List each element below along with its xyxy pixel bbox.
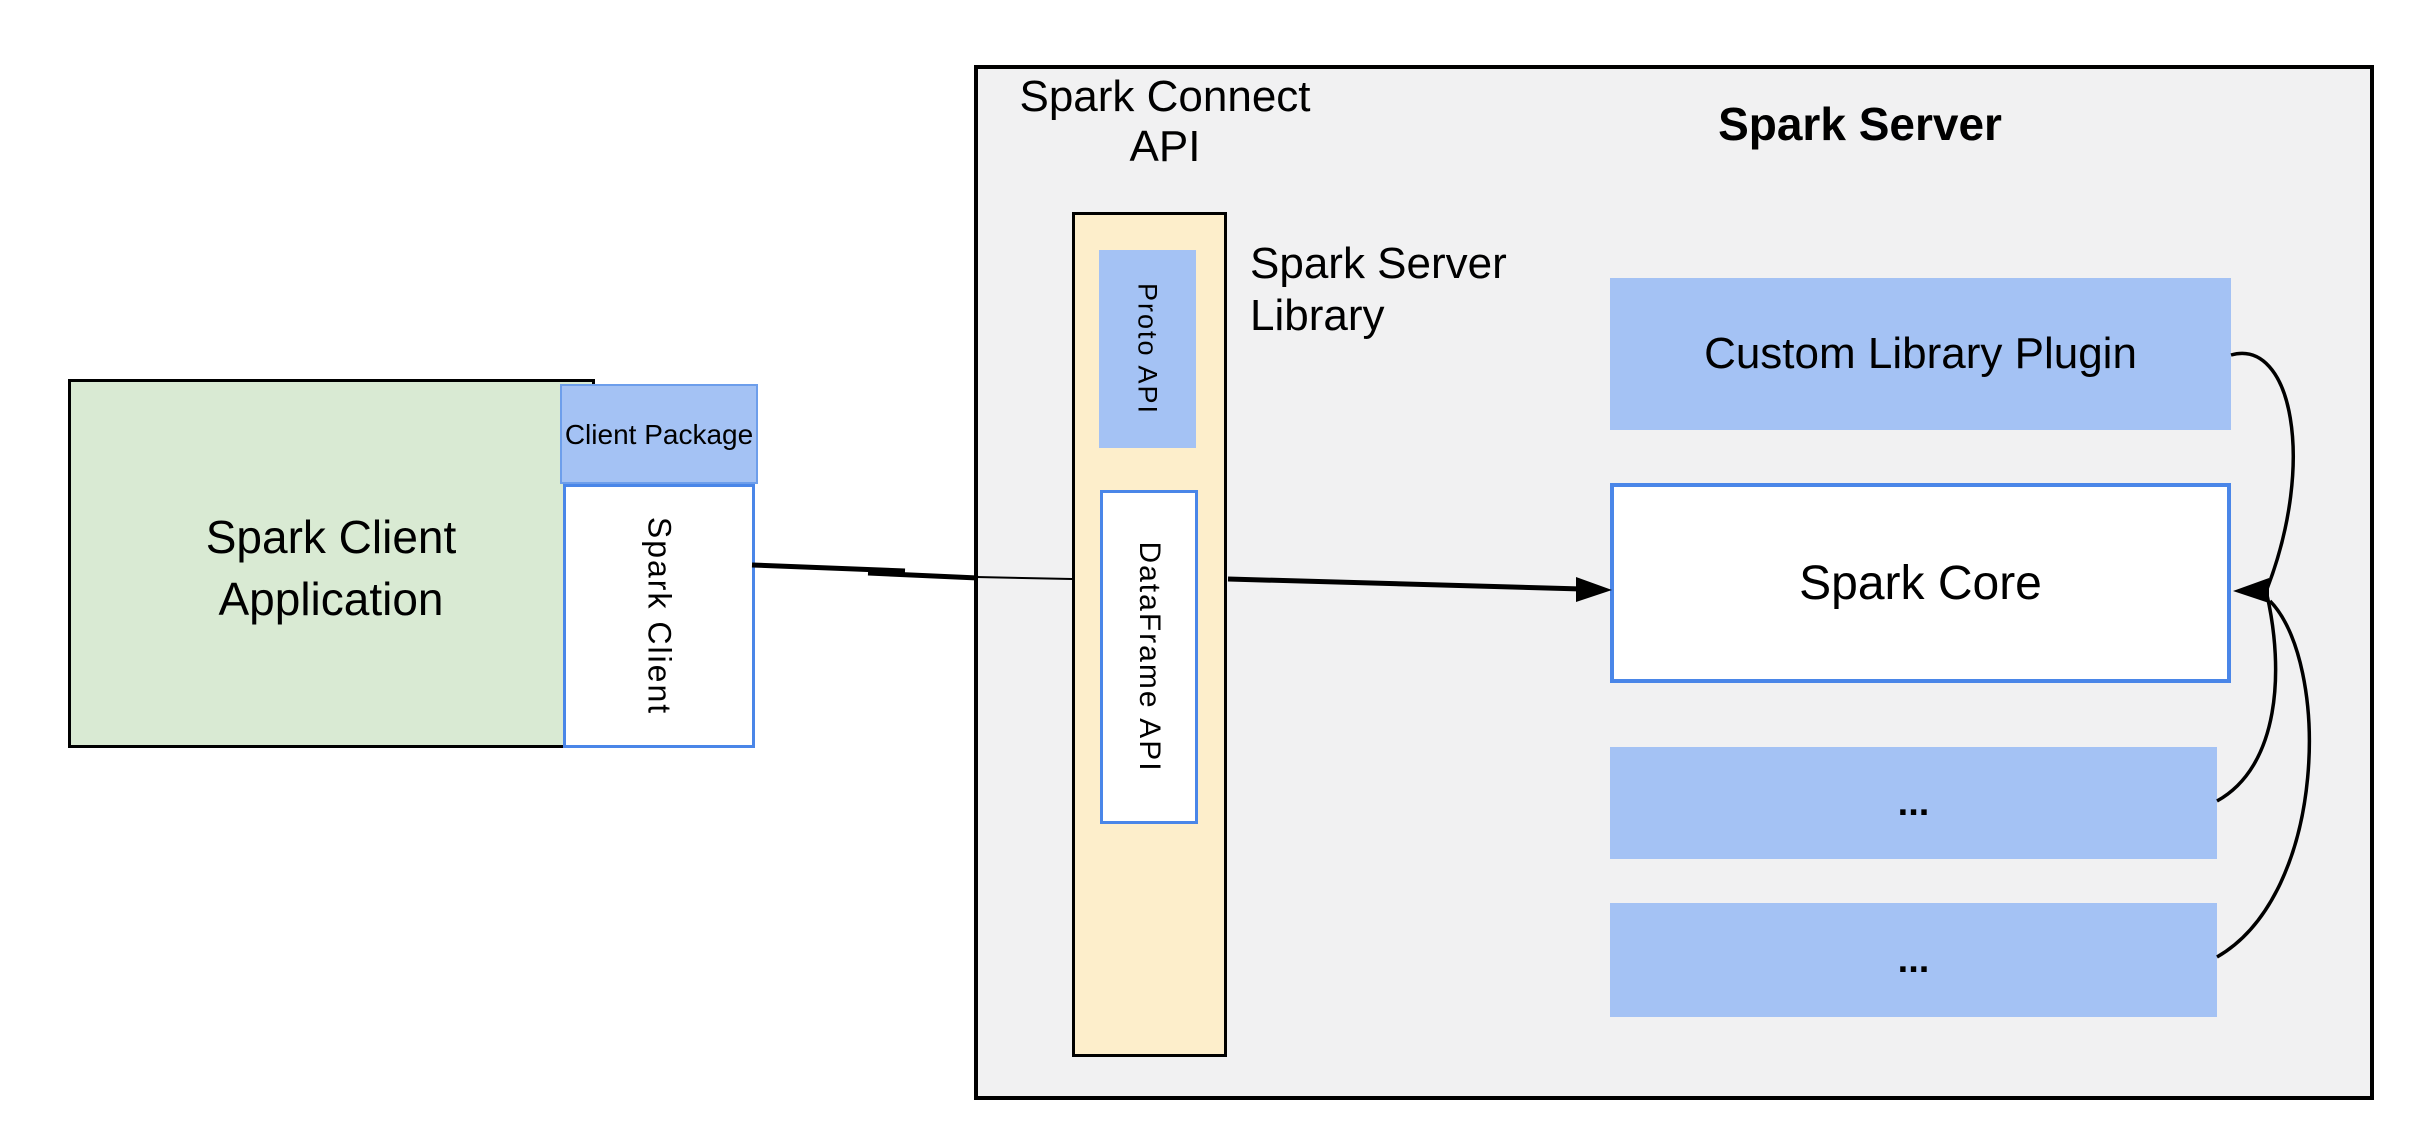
spark-server-library-line1: Spark Server xyxy=(1250,239,1507,288)
client-to-api-arrow-segment-b xyxy=(867,570,979,581)
custom-library-plugin-label: Custom Library Plugin xyxy=(1704,329,2137,378)
plugin-slot-box-2: ... xyxy=(1610,903,2217,1017)
dataframe-api-box xyxy=(1100,490,1198,824)
plugin-slot-1-label: ... xyxy=(1897,781,1930,824)
spark-server-library-label: Spark Server Library xyxy=(1250,238,1507,342)
spark-client-application-box xyxy=(68,379,595,748)
client-package-label: Client Package xyxy=(564,418,754,450)
custom-library-plugin-box: Custom Library Plugin xyxy=(1610,278,2231,430)
dataframe-api-label: DataFrame API xyxy=(1133,541,1166,773)
spark-client-box xyxy=(563,484,755,748)
client-to-api-arrow-segment-a xyxy=(751,562,906,574)
client-package-box: Client Package xyxy=(560,384,758,484)
spark-core-box: Spark Core xyxy=(1610,483,2231,683)
proto-api-label: Proto API xyxy=(1132,282,1163,416)
proto-api-box xyxy=(1099,250,1196,448)
spark-client-application-label: Spark Client Application xyxy=(205,511,457,625)
plugin-slot-box-1: ... xyxy=(1610,747,2217,859)
spark-connect-api-line1: Spark Connect xyxy=(1019,72,1311,121)
plugin-slot-2-label: ... xyxy=(1897,938,1930,981)
spark-connect-api-label: Spark Connect API xyxy=(1019,72,1310,172)
spark-client-label: Spark Client xyxy=(641,516,678,716)
spark-core-label: Spark Core xyxy=(1799,556,2042,610)
spark-server-title: Spark Server xyxy=(1718,98,2002,150)
spark-connect-api-line2: API xyxy=(1129,122,1201,171)
spark-server-library-line2: Library xyxy=(1250,291,1385,340)
